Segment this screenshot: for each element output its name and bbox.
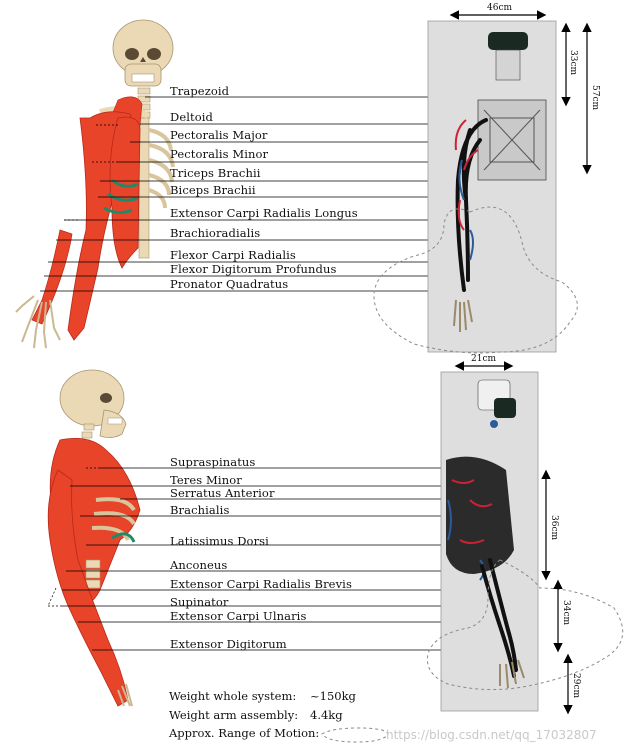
label-extensor-carpi-radialis-longus: Extensor Carpi Radialis Longus bbox=[170, 206, 358, 220]
weight-system-label: Weight whole system: bbox=[169, 689, 297, 703]
top-dimension-arrows bbox=[449, 10, 592, 175]
top-total-height-dimension: 57cm bbox=[590, 85, 600, 111]
top-upper-height-dimension: 33cm bbox=[568, 50, 578, 76]
range-legend-sample bbox=[321, 727, 389, 743]
label-pectoralis-minor: Pectoralis Minor bbox=[170, 147, 269, 161]
top-leader-lines bbox=[40, 96, 490, 292]
top-robot-photo bbox=[373, 20, 578, 354]
label-brachialis: Brachialis bbox=[170, 503, 230, 517]
label-pectoralis-major: Pectoralis Major bbox=[170, 128, 268, 142]
top-width-dimension: 46cm bbox=[487, 3, 513, 13]
top-anatomy-figure bbox=[15, 19, 175, 349]
range-of-motion-label: Approx. Range of Motion: bbox=[169, 726, 320, 740]
label-biceps-brachii: Biceps Brachii bbox=[170, 183, 256, 197]
bottom-mid-height-dimension: 34cm bbox=[561, 600, 571, 626]
weight-arm-value: 4.4kg bbox=[310, 708, 343, 722]
label-teres-minor: Teres Minor bbox=[170, 473, 242, 487]
label-trapezoid: Trapezoid bbox=[170, 84, 230, 98]
label-extensor-digitorum: Extensor Digitorum bbox=[170, 637, 287, 651]
weight-arm-label: Weight arm assembly: bbox=[169, 708, 299, 722]
bottom-dimension-arrows bbox=[454, 361, 573, 715]
label-serratus-anterior: Serratus Anterior bbox=[170, 486, 275, 500]
label-extensor-carpi-radialis-brevis: Extensor Carpi Radialis Brevis bbox=[170, 577, 352, 591]
label-anconeus: Anconeus bbox=[170, 558, 228, 572]
label-pronator-quadratus: Pronator Quadratus bbox=[170, 277, 289, 291]
label-supinator: Supinator bbox=[170, 595, 229, 609]
label-deltoid: Deltoid bbox=[170, 110, 213, 124]
bottom-width-dimension: 21cm bbox=[471, 354, 497, 364]
watermark-url: https://blog.csdn.net/qq_17032807 bbox=[386, 728, 597, 742]
label-latissimus-dorsi: Latissimus Dorsi bbox=[170, 534, 269, 548]
weight-system-value: ~150kg bbox=[310, 689, 356, 703]
bottom-upper-height-dimension: 36cm bbox=[549, 515, 559, 541]
label-brachioradialis: Brachioradialis bbox=[170, 226, 261, 240]
label-supraspinatus: Supraspinatus bbox=[170, 455, 256, 469]
label-flexor-digitorum-profundus: Flexor Digitorum Profundus bbox=[170, 262, 337, 276]
bottom-leader-lines bbox=[60, 467, 496, 651]
bottom-anatomy-figure bbox=[47, 369, 141, 707]
label-flexor-carpi-radialis: Flexor Carpi Radialis bbox=[170, 248, 296, 262]
label-triceps-brachii: Triceps Brachii bbox=[170, 166, 261, 180]
label-extensor-carpi-ulnaris: Extensor Carpi Ulnaris bbox=[170, 609, 307, 623]
bottom-robot-photo bbox=[426, 371, 624, 712]
bottom-lower-height-dimension: 29cm bbox=[571, 673, 581, 699]
